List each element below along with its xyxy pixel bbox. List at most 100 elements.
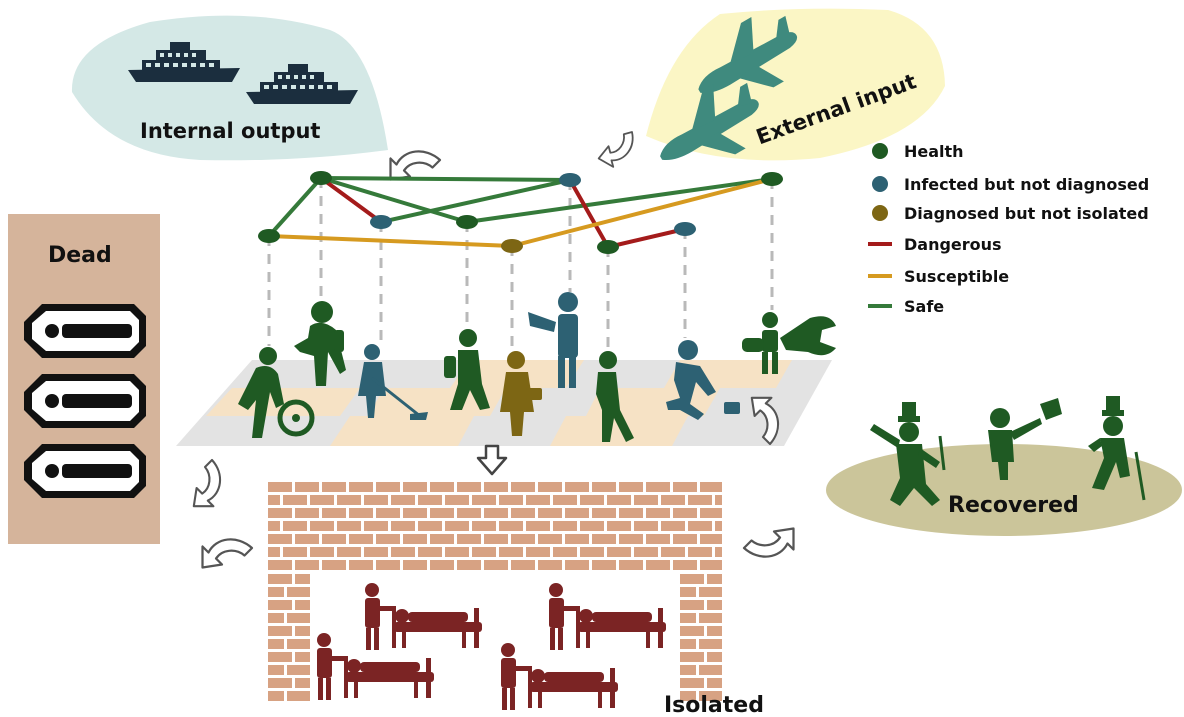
brick [403,534,427,544]
brick [391,521,415,531]
brick [376,508,400,518]
worker-wrench-icon [742,312,836,374]
brick [499,521,523,531]
dead-label: Dead [48,243,112,268]
curved-arrow-icon [389,150,442,181]
brick [295,652,310,662]
legend-susceptible-label: Susceptible [904,267,1009,286]
girl-basket-icon [500,351,542,436]
brick [661,521,685,531]
brick [634,495,658,505]
safe-edge [267,176,323,238]
isolated-patients [317,583,666,710]
brick [364,547,388,557]
brick [680,639,696,649]
brick [445,495,469,505]
brick [699,639,722,649]
brick [349,482,373,492]
brick [391,495,415,505]
curved-arrow-icon [597,123,639,171]
brick [607,547,631,557]
brick [349,560,373,570]
safe-edge [319,176,469,224]
legend-safe-label: Safe [904,297,944,316]
brick [646,560,670,570]
brick [310,547,334,557]
brick [680,691,696,701]
brick [430,534,454,544]
sweeping-child-icon [358,344,428,420]
brick [526,521,550,531]
brick [699,665,722,675]
brick [699,691,722,701]
brick [268,482,292,492]
curved-arrow-icon [201,538,254,569]
brick [673,560,697,570]
brick [287,691,310,701]
brick [592,508,616,518]
brick [538,508,562,518]
brick [707,600,722,610]
brick [688,521,712,531]
legend-diagnosed-marker [872,205,888,221]
brick [511,534,535,544]
brick [418,547,442,557]
dangerous-edge [568,178,610,249]
health-node [761,172,783,186]
dangerous-edge [319,176,383,224]
brick [680,574,704,584]
internal-output-label: Internal output [140,119,320,143]
brick [538,482,562,492]
hat-waving-person-icon [988,398,1062,480]
brick [700,482,722,492]
brick [526,547,550,557]
dangerous-edge [606,227,687,249]
brick [287,665,310,675]
diagnosed-node [501,239,523,253]
brick [376,482,400,492]
brick [565,482,589,492]
brick [268,600,292,610]
brick [592,560,616,570]
brick [553,547,577,557]
brick [565,534,589,544]
brick [592,534,616,544]
brick [592,482,616,492]
brick [268,665,284,675]
brick [268,587,284,597]
brick [403,508,427,518]
brick [268,560,292,570]
brick [553,521,577,531]
legend-infected-marker [872,176,888,192]
brick [268,639,284,649]
brick [538,534,562,544]
brick [661,547,685,557]
brick [337,495,361,505]
brick [364,495,388,505]
brick [511,482,535,492]
brick [707,652,722,662]
brick [565,560,589,570]
susceptible-edge [267,234,514,248]
wall-left-pillar [268,574,310,701]
brick [472,521,496,531]
brick [538,560,562,570]
brick [707,574,722,584]
down-arrow-icon [476,444,508,476]
dead-panel: Dead [8,214,160,544]
isolation-wall [268,480,724,701]
brick [619,482,643,492]
brick [457,508,481,518]
brick [619,534,643,544]
community-people [238,292,836,442]
legend-dangerous-label: Dangerous [904,235,1002,254]
legend: Health Infected but not diagnosed Diagno… [868,142,1149,316]
isolated-label: Isolated [664,693,764,717]
health-node [258,229,280,243]
brick [457,482,481,492]
brick [499,547,523,557]
brick [511,508,535,518]
brick [511,560,535,570]
brick [268,626,292,636]
brick [472,495,496,505]
